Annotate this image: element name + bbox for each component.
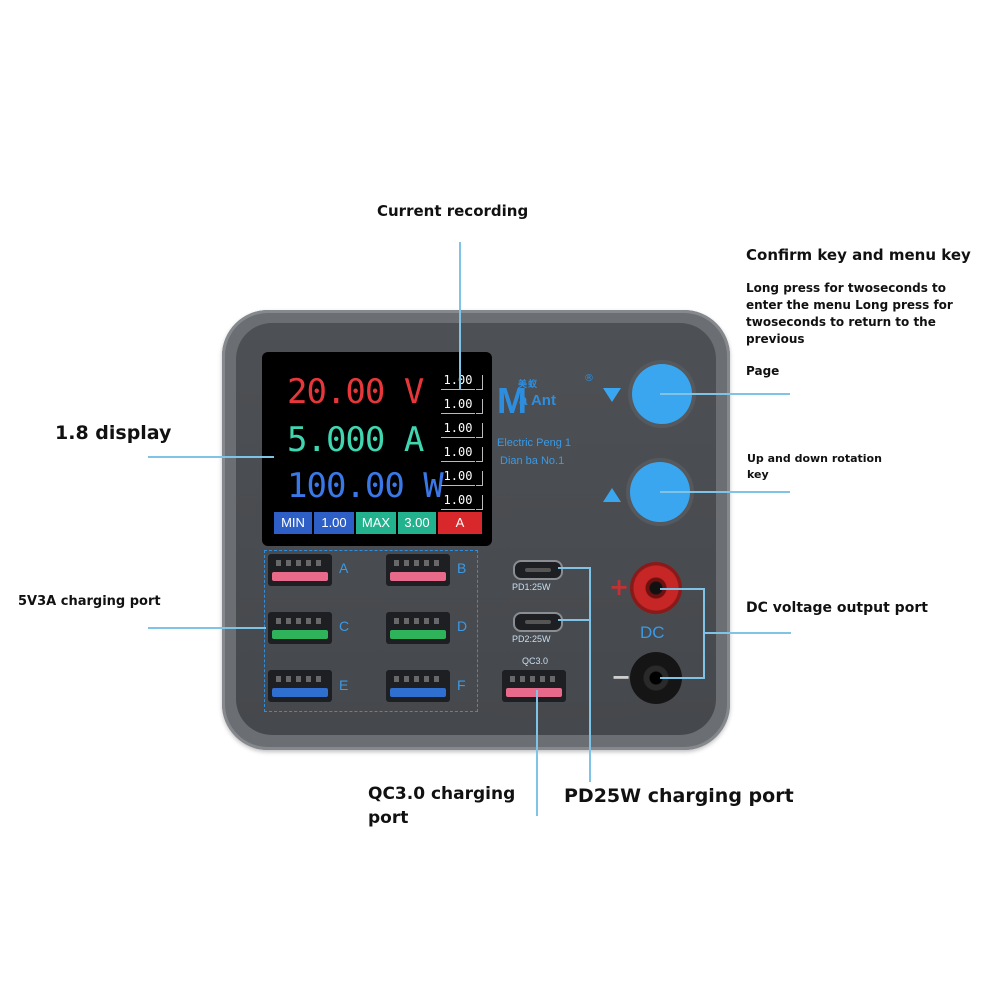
plus-sign: + [609,573,630,601]
callout-line-dc-out [703,632,791,634]
usb-port-f-label: F [457,677,466,693]
max-value: 3.00 [398,512,436,534]
callout-line-pd [589,567,591,782]
brand-registered-mark: ® [584,373,594,384]
callout-confirm-desc-3: twoseconds to return to the [746,315,936,329]
pd2-port[interactable] [513,612,563,632]
callout-line-qc [536,690,538,816]
current-reading: 5.000 A [287,420,424,460]
brand-logo-chinese: 美蚁 [518,379,539,389]
dc-label: DC [640,623,665,642]
callout-display: 1.8 display [55,422,172,444]
usb-port-group [264,550,478,712]
minus-sign: − [611,663,632,691]
up-triangle-icon [603,488,621,502]
callout-line-pd1 [558,567,590,569]
usb-port-c-label: C [339,618,350,634]
usb-port-e-label: E [339,677,349,693]
usb-port-c[interactable] [268,612,332,644]
usb-port-b-label: B [457,560,467,576]
usb-port-a[interactable] [268,554,332,586]
callout-current-recording: Current recording [377,202,529,220]
down-triangle-icon [603,388,621,402]
callout-line-pd2 [558,619,590,621]
max-label: MAX [356,512,396,534]
callout-updown-1: Up and down rotation [747,452,882,465]
callout-confirm-title: Confirm key and menu key [746,246,971,264]
callout-confirm-desc-4: previous [746,332,805,346]
callout-pd-port: PD25W charging port [564,785,794,807]
record-value-1: 1.00 [441,371,483,390]
record-value-5: 1.00 [441,467,483,486]
brand-logo-m: M [497,380,527,421]
callout-confirm-desc-2: enter the menu Long press for [746,298,953,312]
record-value-6: 1.00 [441,491,483,510]
callout-line-display [148,456,274,458]
pd1-label: PD1:25W [512,582,551,592]
usb-port-d-label: D [457,618,468,634]
callout-line-dc-pos [660,588,704,590]
callout-line-page [660,393,790,395]
brand-logo-name: a Ant [519,392,556,409]
callout-line-5v3a [148,627,266,629]
callout-line-current-recording [459,242,461,390]
min-label: MIN [274,512,312,534]
callout-dc-port: DC voltage output port [746,600,928,616]
usb-port-f[interactable] [386,670,450,702]
callout-updown-2: key [747,468,769,481]
usb-port-e[interactable] [268,670,332,702]
pd2-label: PD2:25W [512,634,551,644]
device-subtitle-2: Dian ba No.1 [500,455,565,467]
callout-qc-port-2: port [368,808,409,828]
device-subtitle-1: Electric Peng 1 [497,437,571,449]
usb-port-d[interactable] [386,612,450,644]
callout-qc-port-1: QC3.0 charging [368,784,516,804]
usb-port-a-label: A [339,560,349,576]
qc-port[interactable] [502,670,566,702]
qc-label: QC3.0 [522,656,549,666]
usb-port-b[interactable] [386,554,450,586]
record-value-2: 1.00 [441,395,483,414]
callout-page: Page [746,364,780,378]
unit-label: A [438,512,482,534]
record-value-3: 1.00 [441,419,483,438]
power-reading: 100.00 W [287,466,444,506]
callout-confirm-desc-1: Long press for twoseconds to [746,281,947,295]
callout-5v3a-port: 5V3A charging port [18,594,161,609]
callout-line-dc-neg [660,677,704,679]
voltage-reading: 20.00 V [287,372,424,412]
record-value-4: 1.00 [441,443,483,462]
callout-line-updown [660,491,790,493]
pd1-port[interactable] [513,560,563,580]
min-value: 1.00 [314,512,354,534]
